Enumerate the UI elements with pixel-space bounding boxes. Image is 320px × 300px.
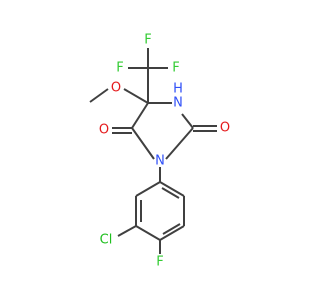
bond-ar-inner-b <box>162 223 181 235</box>
atom-o-c2: O <box>220 121 230 136</box>
atom-f-left: F <box>116 61 123 76</box>
atom-h-on-n1: H <box>173 82 183 97</box>
atom-cl: Cl <box>100 233 113 248</box>
bond-o-to-methyl <box>89 88 109 103</box>
atom-o-c4: O <box>99 123 109 138</box>
bond-n1-to-c2 <box>181 113 194 129</box>
atom-o-methoxy: O <box>111 81 121 96</box>
bond-n3-to-c4 <box>131 127 155 160</box>
bond-c4-to-c5 <box>131 102 149 129</box>
bond-ar-inner-c <box>161 187 180 199</box>
bond-c2-to-n3 <box>165 127 194 160</box>
bond-ar-4-5 <box>159 225 185 241</box>
atom-n3: N <box>155 154 165 169</box>
bond-ar-1-2 <box>135 181 161 197</box>
bond-ar-to-cl <box>117 225 137 237</box>
atom-f-top: F <box>144 33 151 48</box>
atom-f-right: F <box>172 61 179 76</box>
bond-c5-to-o-methoxy <box>123 88 149 104</box>
molecule-structure: F F F O N H O O N Cl F <box>89 33 230 270</box>
atom-f-ring: F <box>156 255 163 270</box>
bond-ar-3-4 <box>135 225 161 241</box>
atom-n1: N <box>173 96 183 111</box>
bond-ar-6-1 <box>159 181 185 197</box>
